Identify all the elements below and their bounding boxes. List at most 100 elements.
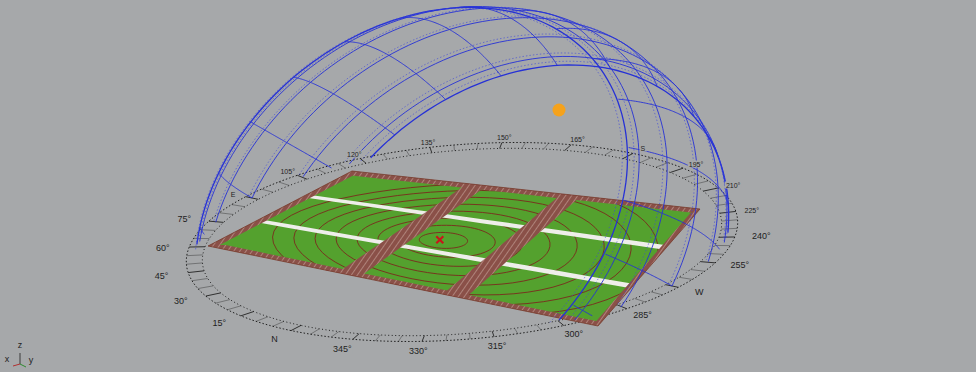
hour-line xyxy=(594,59,694,117)
compass-label: 120° xyxy=(346,150,362,157)
compass-tick xyxy=(198,286,213,289)
compass-tick xyxy=(585,147,593,153)
compass-label: N xyxy=(270,335,279,344)
compass-tick xyxy=(522,143,526,149)
axis-label: x xyxy=(4,355,11,364)
compass-tick xyxy=(537,325,542,330)
compass-tick xyxy=(492,331,494,337)
hour-line xyxy=(605,254,671,286)
hour-line xyxy=(573,305,592,315)
compass-label: 45° xyxy=(154,271,170,280)
compass-tick xyxy=(279,182,290,185)
compass-tick xyxy=(651,292,663,295)
compass-label: 345° xyxy=(332,344,353,353)
compass-tick xyxy=(398,336,402,342)
compass-label: 15° xyxy=(212,319,228,328)
compass-tick xyxy=(331,332,339,338)
compass-tick xyxy=(189,246,205,247)
compass-tick xyxy=(297,175,307,179)
compass-tick xyxy=(192,278,208,280)
compass-label: 105° xyxy=(279,168,295,175)
day-path xyxy=(197,7,628,320)
compass-label: 300° xyxy=(563,329,584,338)
contour-line xyxy=(294,190,631,304)
compass-tick xyxy=(722,220,738,221)
axis-line xyxy=(13,364,20,366)
compass-tick xyxy=(311,329,320,334)
plate-fill xyxy=(208,171,700,326)
hour-line xyxy=(629,148,729,205)
contour-line xyxy=(419,232,467,248)
compass-tick xyxy=(291,325,301,330)
compass-tick xyxy=(353,334,359,340)
day-path-dotted xyxy=(299,34,716,260)
compass-label: W xyxy=(694,287,705,296)
compass-tick xyxy=(605,150,614,155)
axis-line xyxy=(20,353,21,364)
day-path xyxy=(303,37,718,262)
day-path xyxy=(216,8,667,307)
compass-tick xyxy=(206,293,221,296)
compass-label: 210° xyxy=(725,181,741,188)
compass-tick xyxy=(186,263,202,264)
compass-tick xyxy=(721,228,737,230)
sun-dot xyxy=(553,104,566,117)
compass-tick xyxy=(194,238,210,239)
compass-tick xyxy=(317,169,325,173)
street xyxy=(254,219,634,288)
hour-line xyxy=(345,42,446,100)
axis-glyph xyxy=(13,353,26,367)
plate-border xyxy=(208,171,700,326)
day-path-dotted xyxy=(361,61,728,238)
compass-tick xyxy=(446,335,448,341)
compass-tick xyxy=(338,163,345,168)
compass-tick xyxy=(200,229,215,231)
compass-tick xyxy=(500,143,502,149)
compass-tick xyxy=(187,254,203,256)
hatched-band xyxy=(337,184,487,277)
compass-label: 135° xyxy=(420,138,436,145)
compass-tick xyxy=(670,168,683,172)
compass-tick xyxy=(453,145,454,151)
compass-tick xyxy=(656,163,668,168)
compass-tick xyxy=(219,213,233,215)
axis-label: z xyxy=(17,341,24,350)
hatched-band xyxy=(443,194,581,299)
compass-label: 315° xyxy=(487,341,508,350)
axis-label: y xyxy=(28,356,35,365)
compass-tick xyxy=(694,181,708,185)
compass-tick xyxy=(216,300,230,304)
compass-tick xyxy=(640,158,651,163)
hour-line xyxy=(457,7,557,66)
compass-tick xyxy=(241,312,254,316)
compass-tick xyxy=(716,203,732,205)
compass-tick xyxy=(261,189,273,192)
hour-line xyxy=(294,77,395,135)
compass-tick xyxy=(565,145,571,151)
day-path xyxy=(371,65,729,233)
day-path-dotted xyxy=(214,7,663,305)
hour-line xyxy=(557,28,657,86)
compass-tick xyxy=(477,143,479,149)
compass-label: 240° xyxy=(751,232,772,241)
compass-label: 75° xyxy=(176,215,192,224)
compass-tick xyxy=(544,143,549,149)
compass-label: 30° xyxy=(173,297,189,306)
compass-label: 255° xyxy=(729,260,750,269)
hour-line xyxy=(510,10,610,69)
compass-tick xyxy=(232,205,245,207)
day-path-dotted xyxy=(249,16,694,284)
day-path-dotted xyxy=(199,7,634,318)
hour-line xyxy=(624,200,719,249)
center-marker xyxy=(436,236,443,243)
compass-label: 150° xyxy=(496,133,512,140)
compass-tick xyxy=(273,321,284,326)
axis-line xyxy=(20,364,26,367)
hour-line xyxy=(401,18,501,76)
compass-tick xyxy=(406,150,409,155)
compass-label: 165° xyxy=(569,136,585,143)
day-path xyxy=(349,56,727,242)
sun-path-dome xyxy=(196,7,729,324)
